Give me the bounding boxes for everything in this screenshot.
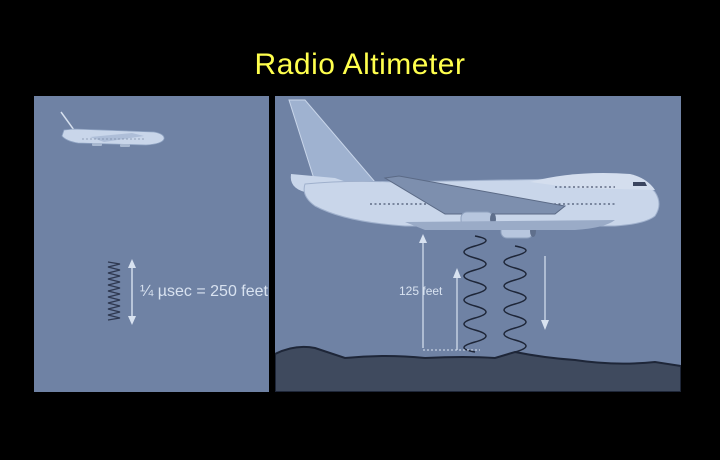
lower-fuselage	[405, 220, 615, 230]
airplane-small	[60, 111, 165, 147]
signal-down-arrow	[541, 256, 549, 330]
signal-up-arrow	[453, 268, 461, 350]
high-altitude-panel: ¼ µsec = 250 feet	[34, 96, 269, 392]
pulse-duration-label: ¼ µsec = 250 feet	[140, 283, 268, 300]
wing	[383, 175, 567, 215]
pulse-length-arrow	[128, 259, 136, 325]
cockpit-windows	[633, 182, 647, 186]
upper-deck	[530, 173, 655, 190]
terrain	[275, 345, 681, 392]
radio-wave-up	[503, 245, 527, 353]
tail-fin	[288, 99, 377, 183]
altitude-label: 125 feet	[399, 284, 443, 298]
pulse-spring	[107, 261, 121, 321]
low-altitude-panel: 125 feet	[275, 96, 681, 392]
slide-title: Radio Altimeter	[254, 48, 466, 81]
radio-wave-down	[463, 235, 487, 353]
altitude-arrow	[419, 234, 480, 351]
